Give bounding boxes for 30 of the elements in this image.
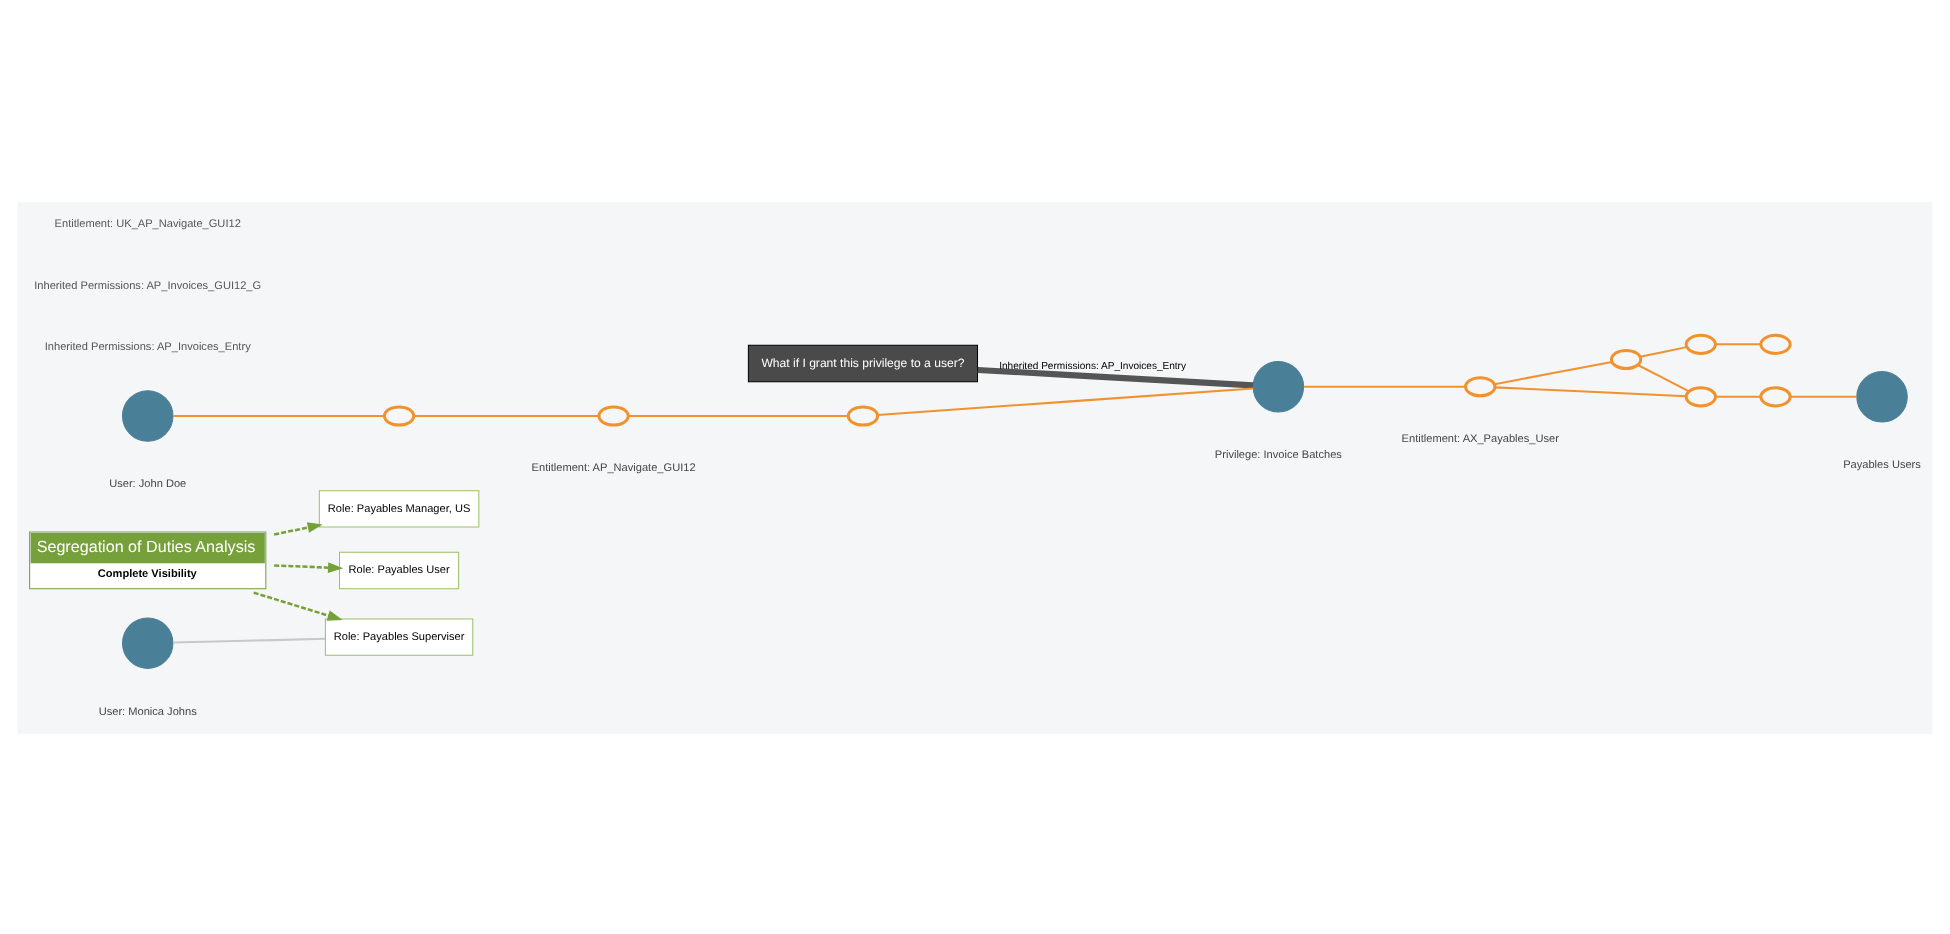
node-person bbox=[122, 389, 174, 441]
connector bbox=[173, 636, 326, 643]
arrow bbox=[253, 590, 343, 620]
connector bbox=[1715, 394, 1761, 397]
node-circle bbox=[1464, 375, 1497, 397]
node-circle bbox=[597, 404, 630, 426]
connector bbox=[414, 414, 599, 416]
connector bbox=[1790, 394, 1857, 397]
arrow bbox=[274, 561, 344, 572]
node-circle bbox=[1759, 385, 1792, 407]
connector bbox=[173, 414, 385, 416]
connector bbox=[1494, 385, 1687, 397]
connector bbox=[1494, 360, 1613, 385]
connector bbox=[1637, 363, 1690, 392]
node-circle bbox=[846, 404, 880, 426]
node-circle bbox=[1609, 347, 1643, 370]
connector bbox=[1639, 345, 1687, 357]
node-circle bbox=[1759, 332, 1792, 354]
node-person bbox=[122, 616, 174, 668]
connector bbox=[628, 414, 849, 416]
connector bbox=[1303, 384, 1466, 387]
node-circle bbox=[1684, 332, 1717, 354]
node-person bbox=[1856, 370, 1908, 422]
connector bbox=[877, 386, 1253, 416]
node-person bbox=[1252, 360, 1305, 412]
node-circle bbox=[1684, 385, 1717, 407]
connector bbox=[1715, 342, 1761, 345]
node-circle bbox=[382, 404, 416, 426]
connector bbox=[977, 365, 1254, 388]
arrow bbox=[273, 521, 323, 535]
